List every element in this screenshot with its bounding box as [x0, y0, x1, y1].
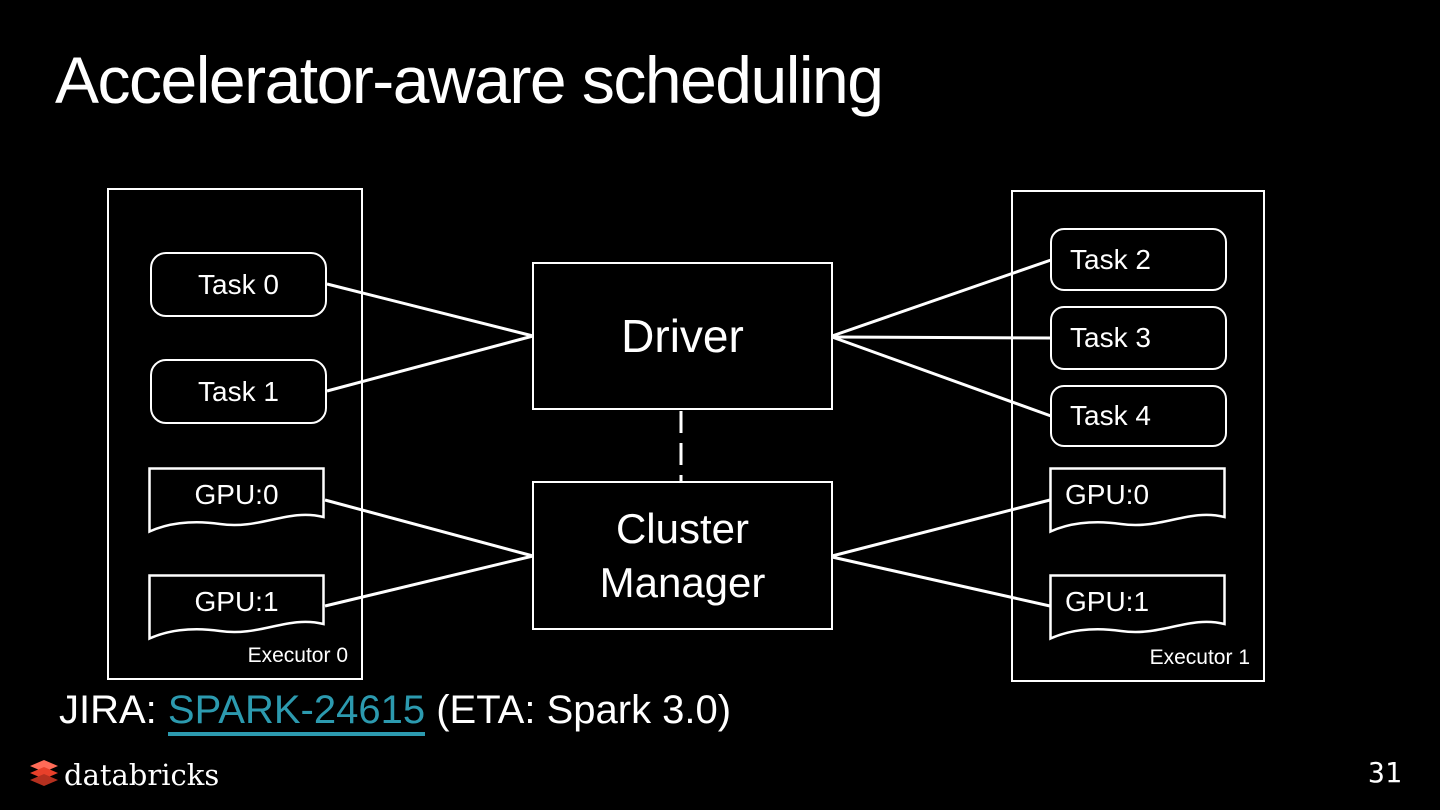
jira-reference: JIRA: SPARK-24615 (ETA: Spark 3.0)	[59, 688, 732, 736]
slide-title: Accelerator-aware scheduling	[55, 43, 884, 117]
task3-label: Task 3	[1070, 322, 1151, 353]
cluster-manager-label-line1: Cluster	[615, 504, 750, 552]
task4-node: Task 4	[1050, 385, 1227, 447]
task1-node: Task 1	[150, 359, 327, 424]
document-shape	[1049, 467, 1226, 534]
executor0-label: Executor 0	[247, 644, 348, 667]
executor1-gpu0-node: GPU:0	[1049, 467, 1226, 541]
databricks-bricks-icon	[30, 760, 58, 786]
page-number: 31	[1368, 756, 1402, 789]
task1-label: Task 1	[198, 375, 279, 407]
cluster-manager-label-line2: Manager	[599, 558, 766, 606]
driver-box: Driver	[532, 262, 833, 410]
document-shape	[148, 467, 325, 534]
task4-label: Task 4	[1070, 400, 1151, 431]
executor1-box: Executor 1	[1011, 190, 1265, 682]
task0-node: Task 0	[150, 252, 327, 317]
document-shape	[148, 574, 325, 641]
executor1-gpu0-label: GPU:0	[1065, 479, 1150, 510]
executor0-gpu1-label: GPU:1	[194, 586, 279, 617]
executor1-gpu1-node: GPU:1	[1049, 574, 1226, 648]
jira-link[interactable]: SPARK-24615	[167, 688, 426, 736]
document-shape	[1049, 574, 1226, 641]
executor0-gpu0-label: GPU:0	[194, 479, 279, 510]
task0-label: Task 0	[198, 268, 279, 300]
executor0-box: Executor 0	[107, 188, 363, 680]
executor0-gpu0-node: GPU:0	[148, 467, 325, 541]
databricks-wordmark: databricks	[64, 758, 220, 792]
executor0-gpu1-node: GPU:1	[148, 574, 325, 648]
task3-node: Task 3	[1050, 306, 1227, 370]
jira-prefix: JIRA:	[59, 688, 168, 732]
task2-label: Task 2	[1070, 243, 1151, 275]
databricks-logo: databricks	[30, 758, 219, 792]
executor1-gpu1-label: GPU:1	[1065, 586, 1150, 617]
driver-label: Driver	[621, 310, 744, 362]
cluster-manager-box: Cluster Manager	[532, 481, 833, 630]
executor1-label: Executor 1	[1149, 646, 1250, 669]
jira-suffix: (ETA: Spark 3.0)	[425, 688, 732, 732]
task2-node: Task 2	[1050, 228, 1227, 291]
